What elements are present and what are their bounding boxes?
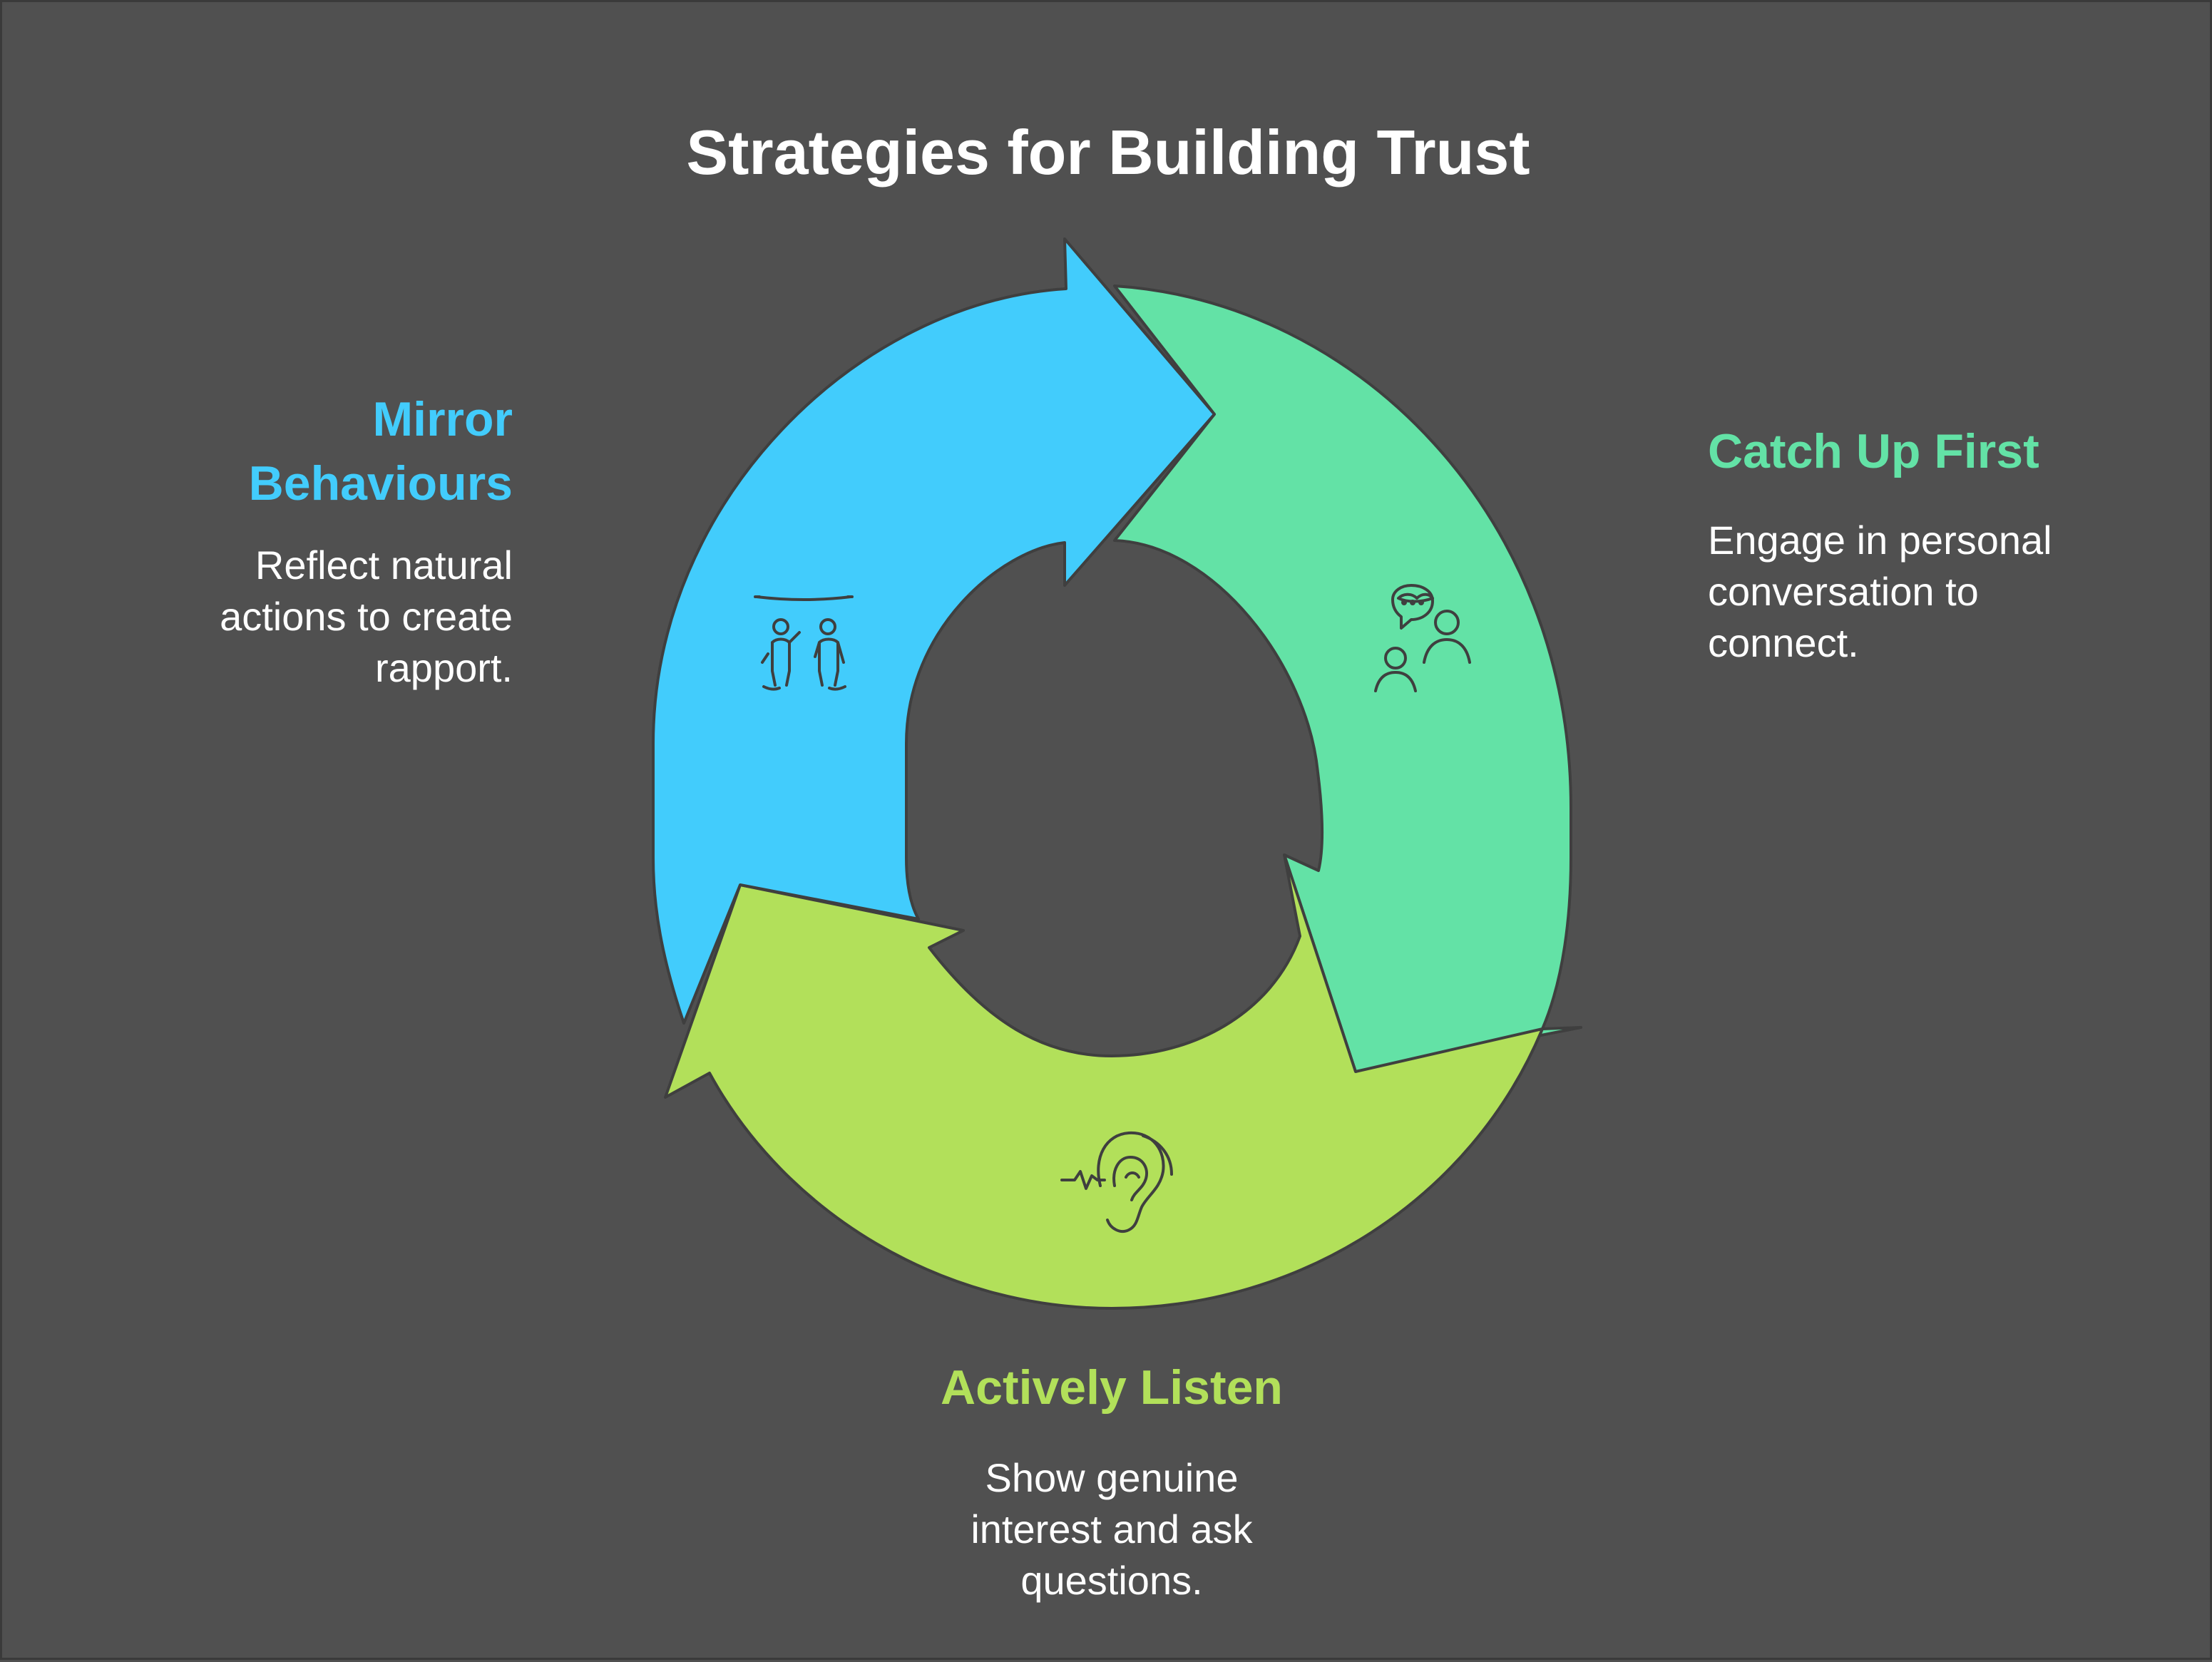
two-people-mirroring-icon [754,595,854,691]
catch-desc-line-2: conversation to [1708,569,1979,614]
mirror-desc-line-2: actions to create [220,594,513,639]
mirror-behaviours-description: Reflect natural actions to create rappor… [14,540,513,694]
mirror-heading-line-2: Behaviours [248,456,513,511]
actively-listen-description: Show genuine interest and ask questions. [826,1452,1397,1606]
catch-up-first-heading: Catch Up First [1708,419,2207,483]
catch-desc-line-3: connect. [1708,620,1859,665]
listen-desc-line-1: Show genuine [985,1455,1239,1500]
mirror-desc-line-1: Reflect natural [255,543,513,588]
catch-up-first-description: Engage in personal conversation to conne… [1708,515,2178,669]
mirror-behaviours-heading: Mirror Behaviours [14,387,513,515]
actively-listen-arrow [664,853,1544,1310]
listen-desc-line-3: questions. [1020,1558,1203,1603]
mirror-behaviours-arrow [652,237,1216,1025]
mirror-heading-line-1: Mirror [372,392,513,446]
diagram-title: Strategies for Building Trust [686,117,1530,188]
catch-heading-line-1: Catch Up First [1708,424,2039,478]
listen-heading-line-1: Actively Listen [941,1360,1283,1415]
ear-listening-icon [1060,1131,1173,1233]
catch-up-arrow [1113,284,1582,1073]
catch-desc-line-1: Engage in personal [1708,518,2052,563]
actively-listen-heading: Actively Listen [826,1355,1397,1420]
people-conversation-icon [1374,584,1471,692]
listen-desc-line-2: interest and ask [971,1507,1253,1551]
mirror-desc-line-3: rapport. [375,645,513,690]
